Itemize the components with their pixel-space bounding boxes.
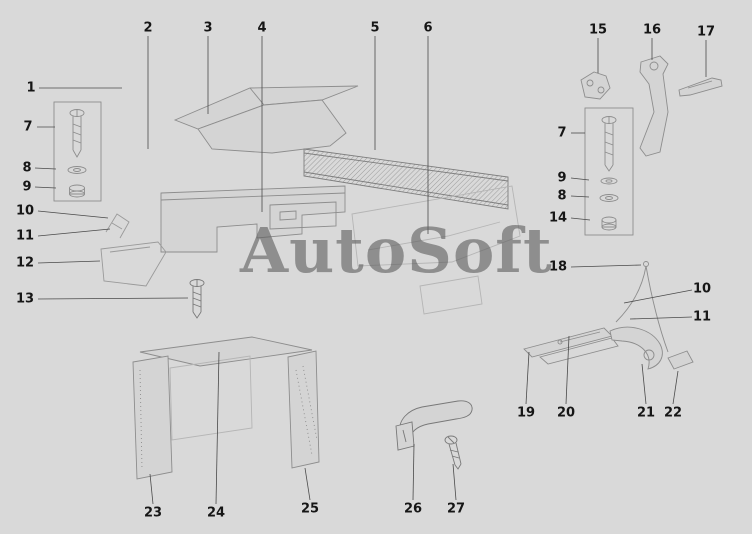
part-cable-18: [615, 261, 669, 353]
part-bracket-15: [580, 71, 611, 100]
callout-8-left: 8: [22, 160, 32, 176]
callout-14: 14: [548, 210, 568, 226]
callout-19: 19: [516, 405, 536, 421]
part-console: [132, 336, 320, 480]
leader-10-right: [623, 289, 693, 304]
callout-9-right: 9: [557, 170, 567, 186]
callout-20: 20: [556, 405, 576, 421]
fastener-group-right: [584, 107, 634, 236]
leader-9-left: [34, 186, 57, 189]
callout-5: 5: [370, 20, 380, 36]
leader-19: [525, 351, 530, 405]
leader-9-right: [570, 177, 590, 181]
leader-8-right: [570, 195, 590, 198]
leader-13: [37, 297, 189, 300]
callout-27: 27: [446, 501, 466, 517]
callout-13: 13: [15, 291, 35, 307]
callout-2: 2: [143, 20, 153, 36]
leader-20: [565, 335, 570, 405]
callout-17: 17: [696, 24, 716, 40]
leader-27: [452, 463, 457, 501]
part-grille-strip: [303, 148, 509, 210]
callout-7-right: 7: [557, 125, 567, 141]
leader-12: [37, 260, 101, 264]
leader-lines: [34, 36, 707, 505]
leader-25: [304, 467, 311, 501]
callout-9-left: 9: [22, 179, 32, 195]
part-clip: [105, 213, 130, 239]
leader-24: [215, 351, 220, 505]
callout-10-right: 10: [692, 281, 712, 297]
leader-22: [672, 370, 679, 405]
part-lower-panel: [351, 185, 521, 315]
leader-11-left: [37, 228, 111, 237]
part-rod-17: [678, 77, 723, 97]
callout-3: 3: [203, 20, 213, 36]
callout-8-right: 8: [557, 188, 567, 204]
callout-11-left: 11: [15, 228, 35, 244]
part-handle: [395, 400, 473, 451]
callout-4: 4: [257, 20, 267, 36]
leader-11-right: [629, 316, 693, 320]
part-cowl-panel: [173, 85, 359, 154]
callout-1: 1: [26, 80, 36, 96]
part-screw-27: [444, 435, 462, 470]
watermark: AutoSoft: [240, 214, 553, 287]
callout-26: 26: [403, 501, 423, 517]
leader-10-left: [37, 210, 109, 219]
leader-18: [570, 264, 642, 268]
callout-6: 6: [423, 20, 433, 36]
callout-16: 16: [642, 22, 662, 38]
part-screw-13: [189, 279, 205, 319]
callout-23: 23: [143, 505, 163, 521]
part-bracket-12: [100, 241, 167, 287]
leader-21: [641, 363, 647, 405]
part-dashboard: [160, 185, 346, 253]
callout-24: 24: [206, 505, 226, 521]
callout-18: 18: [548, 259, 568, 275]
leader-23: [149, 473, 154, 505]
part-bracket-16: [639, 55, 669, 157]
fastener-group-left: [53, 101, 102, 202]
leader-8-left: [34, 167, 57, 170]
callout-7-left: 7: [23, 119, 33, 135]
callout-21: 21: [636, 405, 656, 421]
callout-25: 25: [300, 501, 320, 517]
callout-15: 15: [588, 22, 608, 38]
leader-14: [570, 217, 591, 221]
part-lever-assembly: [523, 326, 694, 370]
callout-12: 12: [15, 255, 35, 271]
callout-22: 22: [663, 405, 683, 421]
leader-26: [412, 443, 415, 501]
callout-11-right: 11: [692, 309, 712, 325]
callout-10-left: 10: [15, 203, 35, 219]
